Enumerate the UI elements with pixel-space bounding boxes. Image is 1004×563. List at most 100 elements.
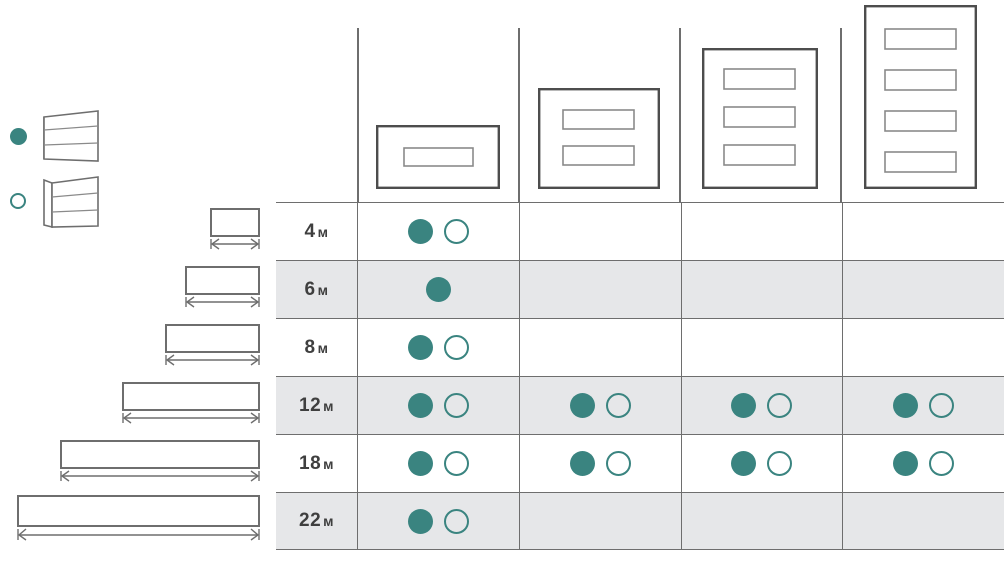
filled-dot-icon [9, 127, 27, 145]
row-cells [357, 319, 1004, 376]
row-cells [357, 203, 1004, 260]
filled-dot-icon [569, 451, 595, 476]
row-label-unit: м [317, 281, 329, 298]
hollow-dot-icon [443, 451, 469, 476]
cell-r2-c3[interactable] [842, 319, 1004, 376]
hollow-dot-icon [767, 451, 793, 476]
filled-dot-icon [893, 393, 919, 418]
sectional-panel-framed-icon [36, 170, 106, 232]
legend [0, 105, 120, 240]
cell-r0-c1[interactable] [518, 203, 681, 260]
width-diagram-4m [208, 208, 264, 252]
cell-r3-c2[interactable] [680, 377, 843, 434]
filled-dot-icon [569, 393, 595, 418]
width-diagram-18m [58, 440, 264, 484]
cell-r5-c0[interactable] [357, 493, 519, 549]
width-diagram-12m [120, 382, 264, 426]
hollow-dot-icon [443, 393, 469, 418]
filled-dot-icon [731, 451, 757, 476]
filled-dot-icon [731, 393, 757, 418]
row-cells [357, 261, 1004, 318]
row-cells [357, 435, 1004, 492]
hollow-dot-icon [929, 393, 955, 418]
width-diagram-22m [15, 495, 264, 543]
cell-r2-c0[interactable] [357, 319, 519, 376]
cell-r5-c3[interactable] [842, 493, 1004, 549]
legend-item-hollow [0, 170, 106, 232]
size-diagram-group [0, 200, 272, 563]
row-label-unit: м [317, 223, 329, 240]
panel-4-bars-icon [858, 5, 983, 189]
header-separator-4 [840, 28, 842, 202]
panel-3-bars-icon [697, 48, 822, 189]
row-label-value: 8 [304, 336, 316, 358]
legend-hollow-dot-marker [0, 193, 36, 209]
header-separator-3 [679, 28, 681, 202]
row-label-unit: м [323, 513, 334, 529]
cell-r4-c3[interactable] [842, 435, 1004, 492]
hollow-dot-icon [767, 393, 793, 418]
hollow-dot-icon [443, 335, 469, 360]
filled-dot-icon [425, 277, 451, 302]
cell-r3-c1[interactable] [518, 377, 681, 434]
header-separator-1 [357, 28, 359, 202]
hollow-dot-icon [605, 451, 631, 476]
cell-r0-c3[interactable] [842, 203, 1004, 260]
cell-r0-c0[interactable] [357, 203, 519, 260]
row-label-value: 12 [299, 394, 322, 416]
legend-item-filled [0, 105, 106, 167]
cell-r1-c0[interactable] [357, 261, 519, 318]
width-diagram-6m [183, 266, 264, 310]
filled-dot-icon [407, 508, 433, 534]
cell-r1-c2[interactable] [680, 261, 843, 318]
sectional-panel-icon [36, 105, 106, 167]
cell-r4-c1[interactable] [518, 435, 681, 492]
table-header [276, 0, 1004, 202]
cell-r5-c2[interactable] [680, 493, 843, 549]
hollow-dot-icon [443, 508, 469, 534]
cell-r5-c1[interactable] [518, 493, 681, 549]
filled-dot-icon [407, 219, 433, 244]
cell-r1-c3[interactable] [842, 261, 1004, 318]
header-separator-2 [518, 28, 520, 202]
hollow-dot-icon [10, 193, 26, 209]
width-diagram-8m [163, 324, 264, 368]
cell-r3-c3[interactable] [842, 377, 1004, 434]
hollow-dot-icon [443, 219, 469, 244]
row-cells [357, 493, 1004, 549]
row-cells [357, 377, 1004, 434]
cell-r0-c2[interactable] [680, 203, 843, 260]
panel-2-bars-icon [536, 88, 661, 189]
cell-r1-c1[interactable] [518, 261, 681, 318]
panel-1-bar-icon [375, 125, 500, 189]
row-label-value: 18 [299, 452, 322, 474]
row-label-unit: м [317, 339, 329, 356]
row-label-value: 4 [304, 220, 316, 242]
legend-filled-dot-marker [0, 127, 36, 145]
row-label-value: 6 [304, 278, 316, 300]
cell-r3-c0[interactable] [357, 377, 519, 434]
filled-dot-icon [407, 451, 433, 476]
row-label-unit: м [323, 397, 334, 414]
cell-r4-c2[interactable] [680, 435, 843, 492]
cell-r4-c0[interactable] [357, 435, 519, 492]
cell-r2-c2[interactable] [680, 319, 843, 376]
row-label-unit: м [323, 455, 334, 472]
cell-r2-c1[interactable] [518, 319, 681, 376]
filled-dot-icon [407, 393, 433, 418]
filled-dot-icon [893, 451, 919, 476]
